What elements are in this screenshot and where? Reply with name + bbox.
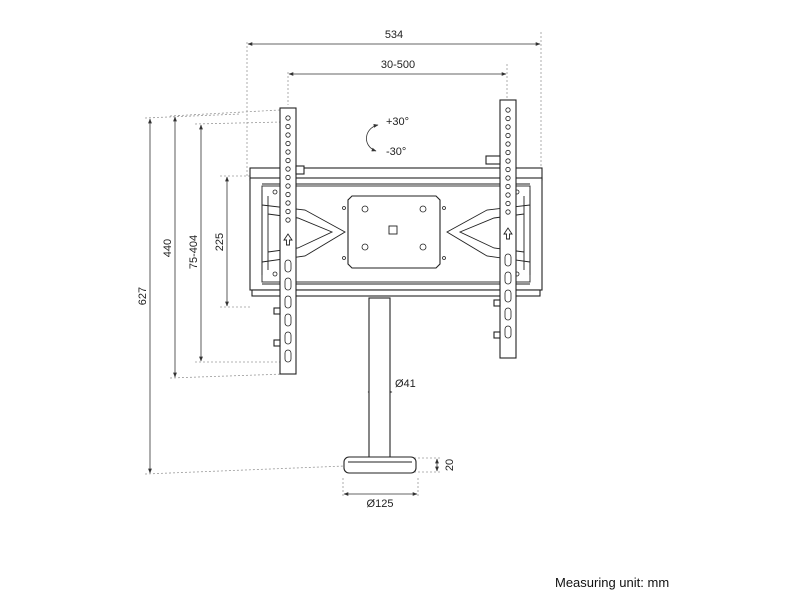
label-base-thickness: 20 (444, 459, 456, 471)
label-overall-height: 627 (137, 287, 149, 305)
arm-hole (285, 191, 291, 198)
arm-hole (505, 209, 511, 215)
tilt-indicator: +30° -30° (366, 116, 409, 158)
label-vesa-horizontal: 30-500 (381, 59, 415, 71)
label-base-diameter: Ø125 (367, 498, 394, 510)
arm-hole (285, 174, 291, 181)
arm-hole (285, 115, 291, 121)
label-vesa-vertical: 75-404 (188, 235, 200, 269)
arm-hole (505, 124, 511, 130)
arm-hole (505, 141, 511, 147)
stand-pole (368, 297, 391, 459)
arm-hole (505, 175, 511, 181)
dimension-labels: 534 30-500 627 440 75-404 225 Ø41 20 Ø12… (137, 29, 456, 510)
arm-hole (285, 123, 291, 130)
label-height-upper: 440 (162, 239, 174, 257)
arm-hole (505, 166, 511, 173)
label-pole-diameter: Ø41 (395, 378, 416, 390)
dimension-lines (148, 42, 541, 496)
arm-hole (505, 107, 511, 113)
measuring-unit-label: Measuring unit: mm (555, 575, 669, 590)
arm-hole (285, 140, 291, 147)
arm-hole (285, 183, 291, 189)
label-plate-height: 225 (214, 233, 226, 251)
arm-hole (505, 183, 511, 190)
arm-hole (505, 158, 511, 164)
arm-hole (505, 200, 511, 207)
extension-lines (144, 32, 542, 496)
tilt-down-label: -30° (386, 146, 406, 158)
right-vertical-arm (485, 99, 517, 359)
arm-hole (505, 149, 511, 156)
arm-hole (285, 208, 291, 215)
left-vertical-arm (273, 107, 305, 375)
arm-hole (505, 192, 511, 198)
label-overall-width: 534 (385, 29, 403, 41)
arm-hole (285, 217, 291, 223)
arm-hole (285, 157, 291, 164)
tilt-up-label: +30° (386, 116, 409, 128)
arm-hole (285, 166, 291, 172)
arm-hole (285, 200, 291, 206)
arm-hole (505, 115, 511, 122)
arm-hole (505, 132, 511, 139)
center-vesa-plate (342, 195, 446, 269)
tilt-arrow-icon (366, 124, 379, 152)
arm-hole (285, 149, 291, 155)
arm-hole (285, 132, 291, 138)
stand-base (343, 456, 417, 474)
